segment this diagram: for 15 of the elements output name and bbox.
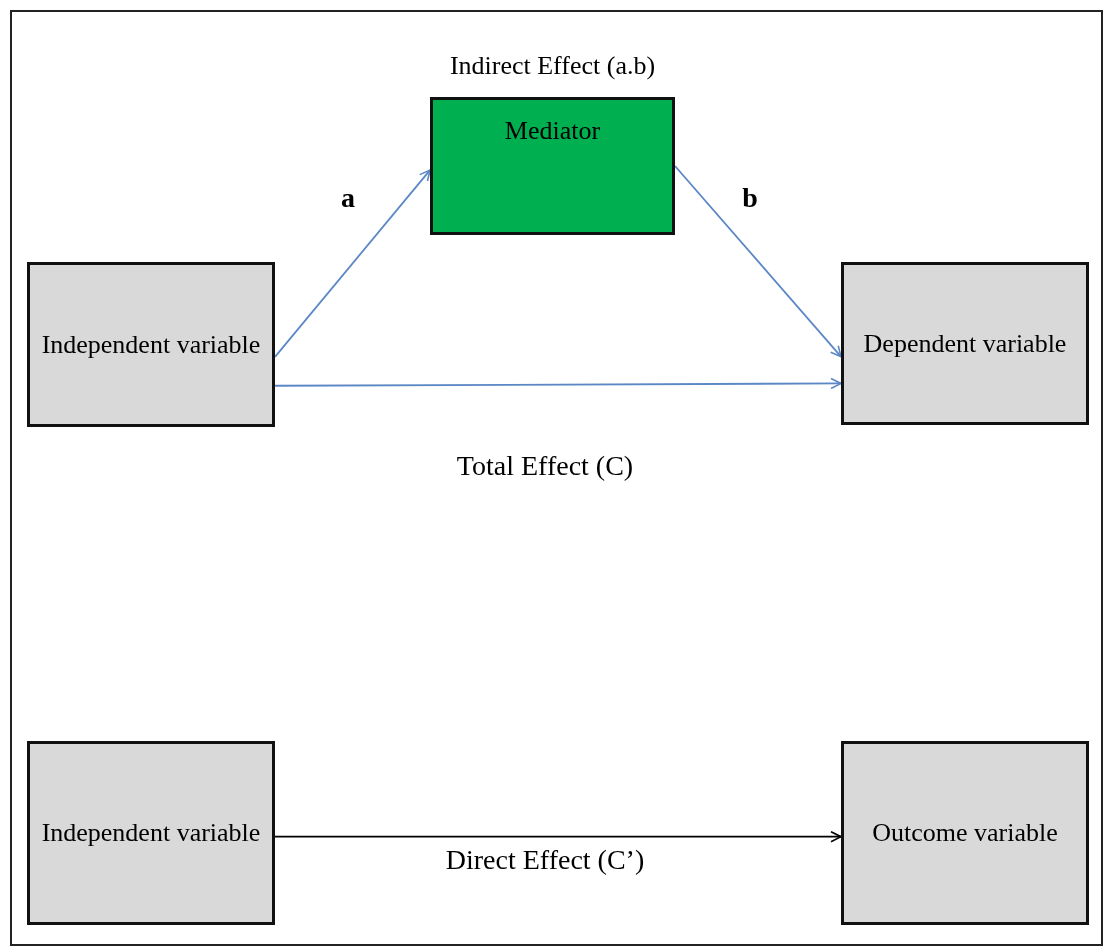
arrow [274, 169, 431, 358]
node-caption: Indirect Effect (a.b) [449, 51, 656, 81]
node-label: Mediator [503, 116, 602, 146]
variable-box [841, 741, 1089, 925]
variable-box [27, 262, 275, 427]
node-label: Independent variable [40, 817, 262, 849]
arrow [274, 830, 842, 843]
arrow [674, 165, 842, 358]
arrow [274, 377, 842, 390]
variable-box [27, 741, 275, 925]
node-label: Independent variable [40, 328, 262, 361]
variable-box [841, 262, 1089, 425]
mediator-box [430, 97, 675, 235]
node-label: Outcome variable [871, 817, 1059, 849]
node-label: Dependent variable [862, 327, 1068, 360]
